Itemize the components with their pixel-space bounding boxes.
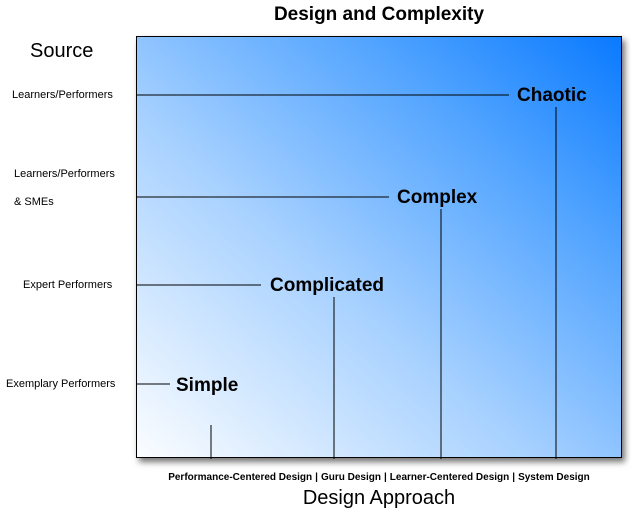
approach-separator: |: [315, 472, 318, 483]
approach-labels: Performance-Centered Design|Guru Design|…: [136, 472, 622, 483]
connector-lines: [137, 94, 557, 459]
diagram-plot-area: Chaotic Complex Complicated Simple: [136, 36, 622, 459]
source-exemplary: Exemplary Performers: [6, 378, 116, 390]
approach-separator: |: [512, 472, 516, 483]
source-learners-smes-line2: & SMEs: [14, 196, 54, 208]
approach-separator: |: [383, 472, 387, 483]
source-expert: Expert Performers: [23, 279, 113, 291]
approach-learner: Learner-Centered Design: [389, 472, 510, 483]
node-complex: Complex: [397, 187, 478, 208]
node-complicated: Complicated: [270, 275, 385, 296]
x-axis-title: Design Approach: [302, 487, 456, 509]
approach-guru: Guru Design: [320, 472, 381, 483]
node-simple: Simple: [176, 375, 239, 396]
approach-system: System Design: [518, 472, 590, 483]
source-learners: Learners/Performers: [12, 89, 113, 101]
source-learners-smes-line1: Learners/Performers: [14, 168, 115, 180]
approach-performance: Performance-Centered Design: [168, 472, 313, 483]
y-axis-title: Source: [30, 40, 94, 62]
diagram-title: Design and Complexity: [273, 4, 485, 25]
node-chaotic: Chaotic: [517, 85, 587, 106]
